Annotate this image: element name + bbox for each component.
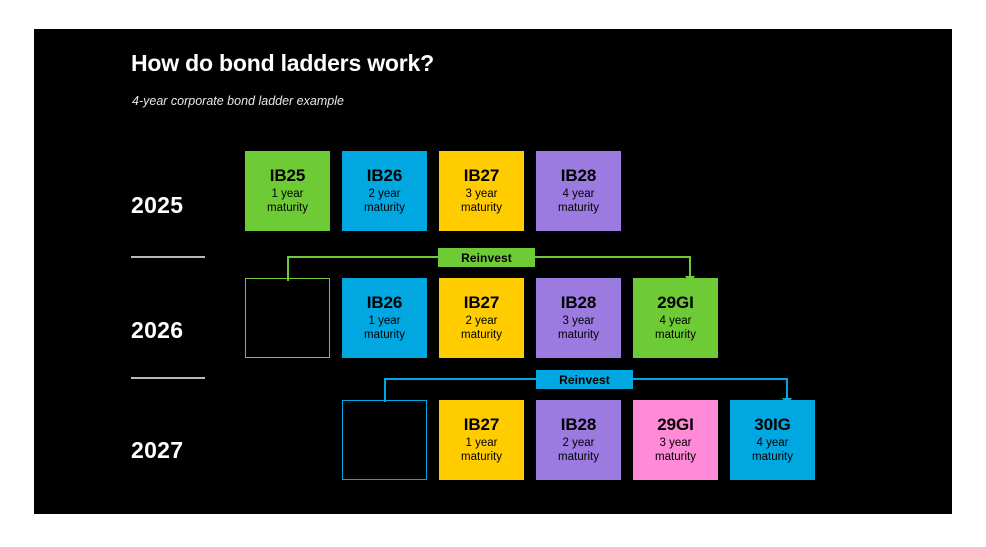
bond-code: IB27 — [463, 293, 500, 313]
bond-maturity-line1: 3 year — [465, 187, 498, 200]
row-divider-2025-2026 — [131, 256, 205, 258]
bond-box-2026-ib28[interactable]: IB28 3 year maturity — [536, 278, 621, 358]
bond-box-2026-29gi[interactable]: 29GI 4 year maturity — [633, 278, 718, 358]
page-title: How do bond ladders work? — [131, 50, 434, 76]
bond-maturity-line2: maturity — [558, 328, 599, 341]
bond-code: 29GI — [657, 415, 694, 435]
bond-maturity-line1: 2 year — [368, 187, 401, 200]
reinvest-green-line-right — [534, 256, 691, 258]
bond-maturity-line1: 4 year — [756, 436, 789, 449]
bond-box-2025-ib25[interactable]: IB25 1 year maturity — [245, 151, 330, 231]
bond-maturity-line2: maturity — [461, 201, 502, 214]
bond-box-2027-ib28[interactable]: IB28 2 year maturity — [536, 400, 621, 480]
bond-code: IB26 — [366, 166, 403, 186]
bond-maturity-line1: 4 year — [659, 314, 692, 327]
reinvest-label-blue: Reinvest — [536, 370, 633, 389]
bond-code: IB28 — [560, 415, 597, 435]
reinvest-blue-line-left — [384, 378, 537, 380]
bond-code: 30IG — [754, 415, 791, 435]
bond-maturity-line2: maturity — [267, 201, 308, 214]
bond-box-2025-ib27[interactable]: IB27 3 year maturity — [439, 151, 524, 231]
bond-box-2025-ib28[interactable]: IB28 4 year maturity — [536, 151, 621, 231]
year-label-2026: 2026 — [131, 317, 184, 343]
reinvest-label-green: Reinvest — [438, 248, 535, 267]
bond-box-2027-29gi[interactable]: 29GI 3 year maturity — [633, 400, 718, 480]
reinvest-blue-arrow-icon — [782, 398, 792, 406]
bond-maturity-line2: maturity — [364, 201, 405, 214]
bond-box-2026-ib27[interactable]: IB27 2 year maturity — [439, 278, 524, 358]
bond-maturity-line1: 2 year — [562, 436, 595, 449]
reinvest-green-line-left — [287, 256, 439, 258]
bond-maturity-line1: 3 year — [562, 314, 595, 327]
bond-maturity-line2: maturity — [558, 201, 599, 214]
reinvest-blue-drop — [786, 378, 788, 400]
reinvest-blue-line-right — [632, 378, 788, 380]
bond-maturity-line2: maturity — [461, 450, 502, 463]
bond-maturity-line2: maturity — [752, 450, 793, 463]
bond-maturity-line1: 4 year — [562, 187, 595, 200]
bond-code: IB28 — [560, 293, 597, 313]
bond-code: IB26 — [366, 293, 403, 313]
bond-maturity-line1: 1 year — [271, 187, 304, 200]
bond-code: IB25 — [269, 166, 306, 186]
bond-box-2027-ib27[interactable]: IB27 1 year maturity — [439, 400, 524, 480]
reinvest-green-arrow-icon — [685, 276, 695, 284]
reinvest-green-stem — [287, 257, 289, 281]
bond-code: 29GI — [657, 293, 694, 313]
bond-box-2027-matured-empty[interactable] — [342, 400, 427, 480]
page-subtitle: 4-year corporate bond ladder example — [132, 94, 344, 108]
bond-code: IB27 — [463, 415, 500, 435]
reinvest-blue-stem — [384, 379, 386, 402]
bond-maturity-line1: 2 year — [465, 314, 498, 327]
bond-code: IB28 — [560, 166, 597, 186]
bond-maturity-line2: maturity — [364, 328, 405, 341]
bond-maturity-line1: 1 year — [465, 436, 498, 449]
reinvest-green-drop — [689, 256, 691, 278]
bond-maturity-line2: maturity — [558, 450, 599, 463]
bond-box-2025-ib26[interactable]: IB26 2 year maturity — [342, 151, 427, 231]
bond-maturity-line2: maturity — [655, 450, 696, 463]
row-divider-2026-2027 — [131, 377, 205, 379]
year-label-2025: 2025 — [131, 192, 184, 218]
bond-maturity-line2: maturity — [655, 328, 696, 341]
bond-box-2026-matured-empty[interactable] — [245, 278, 330, 358]
bond-box-2026-ib26[interactable]: IB26 1 year maturity — [342, 278, 427, 358]
bond-code: IB27 — [463, 166, 500, 186]
year-label-2027: 2027 — [131, 437, 184, 463]
bond-maturity-line1: 3 year — [659, 436, 692, 449]
bond-box-2027-30ig[interactable]: 30IG 4 year maturity — [730, 400, 815, 480]
bond-maturity-line1: 1 year — [368, 314, 401, 327]
infographic-panel: How do bond ladders work? 4-year corpora… — [34, 29, 952, 514]
bond-maturity-line2: maturity — [461, 328, 502, 341]
